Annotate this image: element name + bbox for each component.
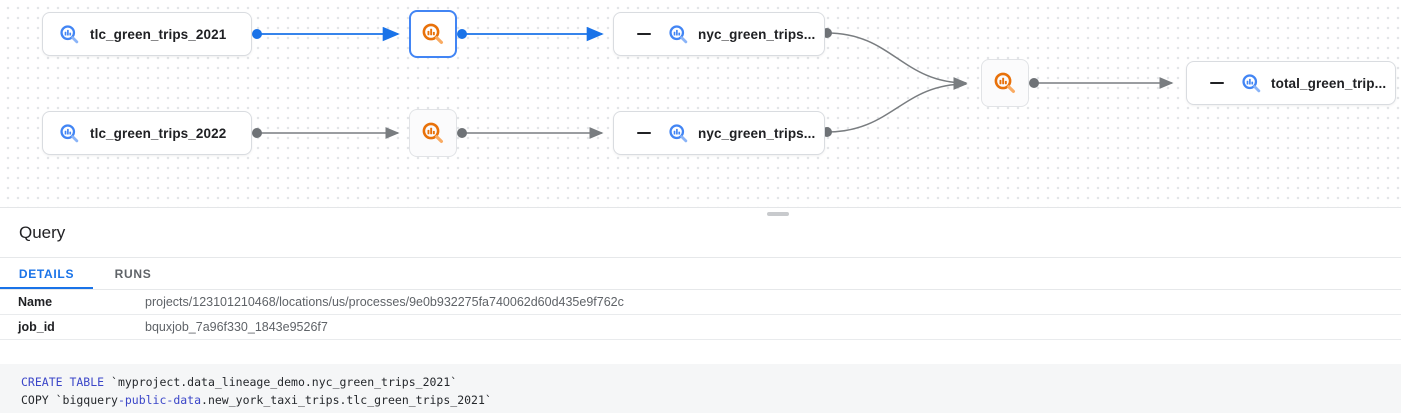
page-title: Query [19,222,66,242]
collapse-minus-icon[interactable] [637,131,651,135]
sql-line: COPY `bigquery-public-data.new_york_taxi… [21,391,1401,409]
panel-drag-handle[interactable] [767,212,789,216]
node-label: nyc_green_trips... [698,125,816,141]
node-nyc-green-trips-2021[interactable]: nyc_green_trips... [613,12,825,56]
bigquery-process-icon [993,71,1017,95]
bigquery-process-icon [421,121,445,145]
node-process-1-selected[interactable] [409,10,457,58]
tab-details[interactable]: DETAILS [0,258,93,289]
table-row: Name projects/123101210468/locations/us/… [0,290,1401,315]
edge-nyc2021-to-process3 [826,32,968,89]
edge-nyc2022-to-process3 [826,78,968,133]
node-nyc-green-trips-2022[interactable]: nyc_green_trips... [613,111,825,155]
sql-keyword: CREATE TABLE [21,375,105,389]
bigquery-table-icon [668,123,689,144]
node-tlc-green-trips-2021[interactable]: tlc_green_trips_2021 [42,12,252,56]
node-label: nyc_green_trips... [698,26,816,42]
node-label: tlc_green_trips_2022 [90,125,227,141]
node-tlc-green-trips-2022[interactable]: tlc_green_trips_2022 [42,111,252,155]
tab-runs[interactable]: RUNS [114,266,152,281]
lineage-canvas[interactable]: tlc_green_trips_2021 nyc_green_trips... [0,0,1401,208]
sql-text: `myproject.data_lineage_demo.nyc_green_t… [104,375,458,389]
collapse-minus-icon[interactable] [1210,81,1224,85]
panel-header: Query [0,208,1401,258]
bigquery-table-icon [1241,73,1262,94]
node-label: total_green_trip... [1271,75,1387,91]
node-process-2[interactable] [409,109,457,157]
detail-label-job-id: job_id [18,320,55,334]
lineage-edges [252,26,1174,139]
sql-text: .new_york_taxi_trips.tlc_green_trips_202… [201,393,492,407]
sql-line: CREATE TABLE `myproject.data_lineage_dem… [21,373,1401,391]
bigquery-table-icon [59,24,80,45]
bigquery-table-icon [668,24,689,45]
details-panel: Query DETAILS RUNS Name projects/1231012… [0,208,1401,413]
table-row: job_id bquxjob_7a96f330_1843e9526f7 [0,315,1401,340]
sql-code-block: CREATE TABLE `myproject.data_lineage_dem… [0,364,1401,413]
sql-text: COPY `bigquery [21,393,118,407]
detail-label-name: Name [18,295,53,309]
detail-value-job-id: bquxjob_7a96f330_1843e9526f7 [145,320,328,334]
bigquery-process-icon [421,22,445,46]
edge-port-dot [1029,78,1039,88]
edge-port-dot [252,128,262,138]
details-table: Name projects/123101210468/locations/us/… [0,290,1401,340]
node-label: tlc_green_trips_2021 [90,26,227,42]
collapse-minus-icon[interactable] [637,32,651,36]
bigquery-table-icon [59,123,80,144]
detail-value-name: projects/123101210468/locations/us/proce… [145,295,624,309]
node-total-green-trips[interactable]: total_green_trip... [1186,61,1396,105]
sql-keyword: -public-data [117,393,202,407]
panel-tabs: DETAILS RUNS [0,258,1401,290]
node-process-3[interactable] [981,59,1029,107]
edge-port-dot [457,128,467,138]
edge-port-dot [457,29,467,39]
edge-port-dot [252,29,262,39]
